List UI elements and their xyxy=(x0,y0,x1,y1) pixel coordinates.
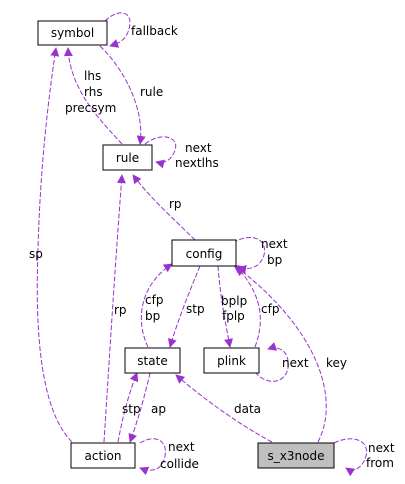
edge-plink-self: next xyxy=(254,342,309,382)
node-label-action: action xyxy=(85,449,122,463)
node-action[interactable]: action xyxy=(70,442,136,469)
node-label-symbol: symbol xyxy=(51,26,94,40)
edge-label-lhs: lhs xyxy=(84,69,101,83)
edge-config-self: next bp xyxy=(232,236,288,274)
node-label-rule: rule xyxy=(116,151,139,165)
edge-label-sp: sp xyxy=(29,247,43,261)
node-plink[interactable]: plink xyxy=(203,347,260,374)
node-s_x3node[interactable]: s_x3node xyxy=(257,442,335,469)
edge-action-state: stp xyxy=(117,372,141,443)
edge-label-plink-cfp: cfp xyxy=(261,302,279,316)
edge-label-plink-next: next xyxy=(282,356,309,370)
edge-label-data: data xyxy=(234,402,261,416)
node-label-s_x3node: s_x3node xyxy=(268,449,325,463)
edge-label-bplp: bplp xyxy=(221,294,247,308)
edge-label-precsym: precsym xyxy=(65,101,116,115)
edge-label-collide: collide xyxy=(160,457,199,471)
edge-label-nextlhs: nextlhs xyxy=(175,156,219,170)
node-rule[interactable]: rule xyxy=(102,144,153,171)
edge-s_x3node-state: data xyxy=(175,374,273,443)
edge-symbol-rule: rule xyxy=(99,45,163,145)
edge-label-action-next: next xyxy=(168,440,195,454)
edge-label-ap: ap xyxy=(151,402,166,416)
edge-action-symbol: sp xyxy=(29,47,73,443)
edge-rule-self: next nextlhs xyxy=(144,136,219,170)
edge-s_x3node-self: next from xyxy=(333,438,395,477)
edge-label-rule-next: next xyxy=(185,141,212,155)
edge-config-rule: rp xyxy=(132,174,196,241)
node-label-config: config xyxy=(186,247,223,261)
edge-label-config-next: next xyxy=(261,237,288,251)
edge-state-action: ap xyxy=(128,372,166,443)
edge-label-fallback: fallback xyxy=(131,24,178,38)
node-state[interactable]: state xyxy=(124,347,181,374)
edge-plink-config: cfp xyxy=(236,266,279,348)
edge-label-state-cfp: cfp xyxy=(145,293,163,307)
edge-label-config-stp: stp xyxy=(186,302,205,316)
edge-state-config: cfp bp xyxy=(140,263,173,348)
edge-label-action-rp: rp xyxy=(114,303,127,317)
edge-label-action-stp-real: stp xyxy=(122,402,141,416)
edge-config-state: stp xyxy=(167,265,205,348)
edge-rule-symbol: lhs rhs precsym xyxy=(63,47,123,145)
edge-label-config-rp: rp xyxy=(169,197,182,211)
edge-label-from: from xyxy=(366,456,394,470)
edge-label-s_x3node-next: next xyxy=(368,441,395,455)
edge-label-state-bp: bp xyxy=(145,309,160,323)
edge-action-self: next collide xyxy=(139,438,199,476)
edge-action-rule: rp xyxy=(103,174,127,443)
edge-label-rhs: rhs xyxy=(84,85,103,99)
node-label-state: state xyxy=(137,354,167,368)
edge-label-fplp: fplp xyxy=(222,309,245,323)
edge-symbol-fallback: fallback xyxy=(104,12,178,48)
node-symbol[interactable]: symbol xyxy=(37,20,108,46)
edge-config-plink: bplp fplp xyxy=(217,265,247,348)
edge-label-config-bp: bp xyxy=(267,253,282,267)
edge-label-key: key xyxy=(326,356,347,370)
node-config[interactable]: config xyxy=(171,239,237,267)
edge-s_x3node-config: key xyxy=(233,264,347,443)
node-label-plink: plink xyxy=(217,354,246,368)
edge-label-rule: rule xyxy=(140,85,163,99)
